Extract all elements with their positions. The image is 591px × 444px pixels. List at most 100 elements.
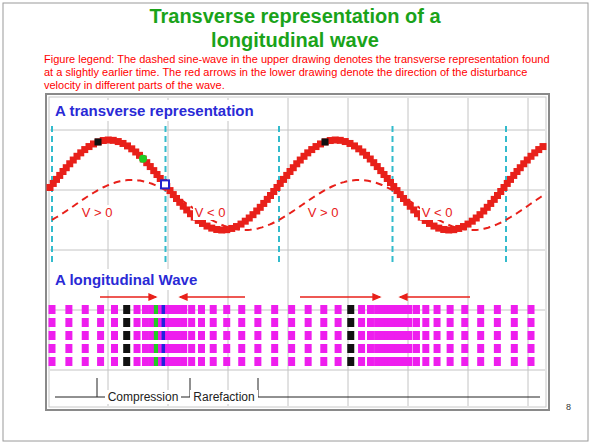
particle	[174, 305, 181, 314]
particle	[188, 331, 195, 340]
particle	[271, 318, 278, 327]
particle	[180, 344, 187, 353]
wave-dot	[322, 138, 329, 145]
particle	[288, 344, 295, 353]
particle	[180, 331, 187, 340]
particle	[65, 357, 72, 366]
particle	[97, 331, 104, 340]
particle	[271, 357, 278, 366]
particle	[367, 344, 374, 353]
particle	[223, 344, 230, 353]
particle	[254, 344, 261, 353]
arrow-head	[373, 294, 380, 300]
particles	[49, 305, 535, 366]
particle	[198, 318, 205, 327]
particle	[367, 357, 374, 366]
wave-dot	[540, 143, 547, 150]
particle	[134, 357, 141, 366]
slide-title: Transverse representation of a longitudi…	[95, 4, 495, 52]
particle	[123, 305, 130, 314]
grid-line	[50, 190, 545, 191]
particle	[123, 357, 130, 366]
grid-line	[50, 370, 545, 371]
section-label: A longitudinal Wave	[51, 269, 201, 290]
page-number: 8	[566, 402, 571, 413]
particle	[305, 318, 312, 327]
arrow-head	[180, 294, 187, 300]
particle	[320, 305, 327, 314]
particle	[238, 331, 245, 340]
particle	[528, 357, 535, 366]
particle	[335, 318, 342, 327]
particle	[254, 357, 261, 366]
particle	[198, 305, 205, 314]
particle	[494, 318, 501, 327]
panel-inner-border	[49, 97, 546, 407]
particle	[111, 331, 118, 340]
particle	[511, 344, 518, 353]
particle	[288, 331, 295, 340]
node-line	[278, 126, 280, 266]
particle	[142, 357, 149, 366]
particle	[434, 357, 441, 366]
earlier-wave	[52, 180, 544, 230]
particle	[223, 305, 230, 314]
particle	[97, 344, 104, 353]
section-label: A transverse representation	[51, 100, 258, 121]
particle	[210, 318, 217, 327]
wave-dots	[47, 137, 547, 234]
particle	[305, 357, 312, 366]
grid-line	[50, 130, 545, 131]
particle	[111, 357, 118, 366]
particle	[422, 331, 429, 340]
particle	[511, 357, 518, 366]
particle	[422, 357, 429, 366]
particle	[82, 331, 89, 340]
particle	[358, 344, 365, 353]
particle	[347, 344, 354, 353]
particle	[477, 318, 484, 327]
particle	[405, 344, 412, 353]
particle	[174, 344, 181, 353]
particle	[238, 318, 245, 327]
particle	[320, 344, 327, 353]
particle	[494, 357, 501, 366]
node-line	[505, 126, 507, 266]
particle	[528, 344, 535, 353]
marked-dot	[139, 155, 147, 163]
node-line	[392, 126, 394, 266]
grid-line	[108, 98, 109, 406]
particle	[82, 318, 89, 327]
particle	[461, 318, 468, 327]
particle	[434, 331, 441, 340]
particle	[174, 357, 181, 366]
particle	[320, 331, 327, 340]
particle	[305, 331, 312, 340]
particle	[65, 318, 72, 327]
marked-dot	[322, 138, 329, 145]
figure-legend: Figure legend: The dashed sine-wave in t…	[44, 53, 554, 92]
particle	[188, 305, 195, 314]
particle	[49, 357, 56, 366]
particle	[447, 318, 454, 327]
particle	[198, 344, 205, 353]
particle	[111, 318, 118, 327]
grid	[50, 98, 545, 406]
particle	[97, 305, 104, 314]
slide-border	[3, 3, 588, 441]
particle	[210, 357, 217, 366]
particle	[320, 318, 327, 327]
velocity-label: V < 0	[193, 205, 228, 220]
particle	[142, 331, 149, 340]
particle	[82, 305, 89, 314]
particle	[528, 318, 535, 327]
particle	[142, 305, 149, 314]
arrow-shaft	[300, 296, 380, 297]
marked-dot	[161, 180, 169, 188]
particle	[82, 357, 89, 366]
particle	[254, 318, 261, 327]
particle	[97, 318, 104, 327]
arrow-shaft	[400, 296, 470, 297]
node-lines	[52, 126, 506, 266]
particle	[254, 331, 261, 340]
